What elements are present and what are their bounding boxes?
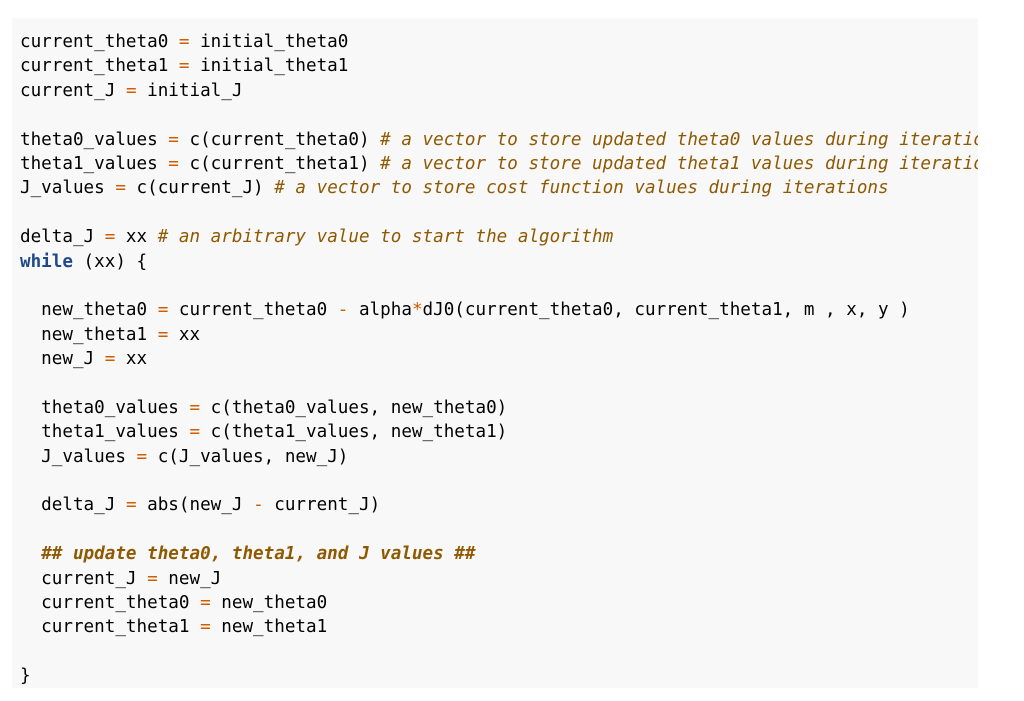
operator: = [200, 617, 211, 638]
code-text: c(J_values, new_J) [147, 446, 349, 467]
code-text: initial_J [136, 80, 243, 101]
code-text: c(theta0_values, new_theta0) [200, 397, 508, 418]
code-line: current_theta1 = new_theta1 [20, 615, 978, 639]
code-line [20, 274, 978, 298]
code-text: c(current_theta1) [178, 153, 381, 174]
code-text: current_theta0 [20, 592, 201, 613]
comment: # an arbitrary value to start the algori… [157, 227, 614, 248]
operator: = [189, 422, 201, 443]
code-line: current_theta1 = initial_theta1 [20, 54, 978, 78]
code-text: current_theta1 [20, 617, 201, 638]
code-text: initial_theta0 [189, 32, 349, 52]
operator: * [411, 300, 423, 321]
code-line: } [20, 664, 978, 688]
code-text: delta_J [20, 227, 105, 248]
code-text: theta1_values [20, 422, 190, 443]
code-text: c(current_J) [125, 178, 275, 199]
code-text: alpha [348, 300, 412, 321]
code-text: xx [115, 227, 158, 248]
code-line: delta_J = abs(new_J - current_J) [20, 493, 978, 517]
operator: = [136, 446, 148, 467]
code-line: theta0_values = c(current_theta0) # a ve… [20, 128, 978, 152]
code-text: theta1_values [20, 153, 169, 174]
code-line [20, 201, 978, 225]
code-line: J_values = c(current_J) # a vector to st… [20, 176, 978, 200]
code-text: theta0_values [20, 397, 190, 418]
code-text: current_J) [263, 495, 381, 516]
code-text: new_J [157, 568, 222, 589]
code-line: new_theta0 = current_theta0 - alpha*dJ0(… [20, 298, 978, 322]
code-line: theta0_values = c(theta0_values, new_the… [20, 396, 978, 420]
code-line: delta_J = xx # an arbitrary value to sta… [20, 225, 978, 249]
code-text: abs(new_J [136, 495, 254, 516]
operator: = [115, 178, 126, 199]
operator: = [125, 495, 137, 516]
code-text: current_theta0 [168, 300, 338, 321]
code-line: current_J = new_J [20, 567, 978, 591]
operator: = [168, 153, 179, 174]
code-text: new_theta0 [20, 300, 158, 321]
code-text: initial_theta1 [189, 56, 349, 77]
code-text: current_theta0 [20, 32, 179, 52]
code-text: c(current_theta0) [178, 129, 381, 150]
code-line [20, 371, 978, 395]
code-line: J_values = c(J_values, new_J) [20, 445, 978, 469]
operator: = [168, 129, 179, 150]
code-text: current_J [20, 568, 148, 589]
operator: = [104, 349, 116, 370]
operator: = [157, 324, 169, 345]
keyword: while [20, 251, 73, 272]
operator: = [189, 397, 201, 418]
code-line: current_theta0 = initial_theta0 [20, 30, 978, 54]
code-line: while (xx) { [20, 250, 978, 274]
code-line: current_theta0 = new_theta0 [20, 591, 978, 615]
comment: # a vector to store cost function values… [274, 178, 889, 199]
operator: - [253, 495, 264, 516]
code-text [20, 544, 41, 564]
code-line [20, 518, 978, 542]
code-text: new_J [20, 349, 105, 370]
operator: = [178, 32, 190, 52]
operator: = [157, 300, 169, 321]
section-comment: ## update theta0, theta1, and J values #… [41, 544, 476, 565]
code-text: new_theta1 [210, 617, 328, 638]
code-line: ## update theta0, theta1, and J values #… [20, 542, 978, 566]
code-text: J_values [20, 178, 116, 199]
code-line: new_J = xx [20, 347, 978, 371]
code-text: current_theta1 [20, 56, 179, 77]
operator: = [178, 56, 190, 77]
code-line [20, 640, 978, 664]
code-line [20, 469, 978, 493]
code-text: } [20, 666, 31, 687]
code-text: new_theta0 [210, 592, 328, 613]
code-text: (xx) { [72, 251, 148, 272]
code-line: theta1_values = c(theta1_values, new_the… [20, 420, 978, 444]
code-text: theta0_values [20, 129, 169, 150]
comment: # a vector to store updated theta0 value… [380, 129, 978, 150]
code-text: dJ0(current_theta0, current_theta1, m , … [422, 300, 910, 321]
code-line: new_theta1 = xx [20, 323, 978, 347]
code-text: c(theta1_values, new_theta1) [200, 422, 508, 443]
comment: # a vector to store updated theta1 value… [380, 153, 978, 174]
code-text: xx [168, 324, 201, 345]
operator: - [337, 300, 349, 321]
code-text: delta_J [20, 495, 126, 516]
code-line: theta1_values = c(current_theta1) # a ve… [20, 152, 978, 176]
operator: = [104, 227, 116, 248]
operator: = [200, 592, 211, 613]
code-text: current_J [20, 80, 126, 101]
code-line: current_J = initial_J [20, 79, 978, 103]
code-text: new_theta1 [20, 324, 158, 345]
operator: = [147, 568, 158, 589]
code-text: J_values [20, 446, 137, 467]
code-text: xx [115, 349, 148, 370]
code-line [20, 103, 978, 127]
operator: = [125, 80, 137, 101]
